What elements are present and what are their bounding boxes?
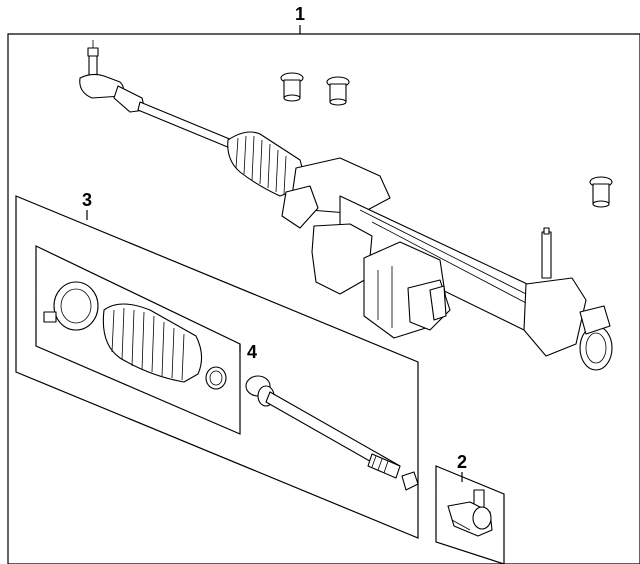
- bushing-a: [280, 72, 304, 102]
- steering-boot: [102, 303, 203, 383]
- outer-tie-rod-end-lower: [447, 489, 493, 537]
- inner-tie-rod: [245, 375, 419, 491]
- callout-3-label[interactable]: 3: [82, 190, 92, 210]
- mount-bushings: [280, 72, 613, 208]
- callout-2-group: 2: [435, 452, 505, 564]
- callout-3-group: 3: [15, 190, 419, 539]
- rack-boot: [227, 131, 303, 197]
- boot-clamp-small: [205, 366, 227, 390]
- bushing-b: [326, 76, 350, 106]
- steering-rack-housing: [281, 157, 547, 331]
- assist-motor: [363, 241, 451, 339]
- boot-kit-frame: [15, 195, 419, 539]
- outer-tie-rod-end-upper: [79, 40, 146, 113]
- callout-4-label[interactable]: 4: [247, 342, 257, 362]
- callout-1-label[interactable]: 1: [295, 4, 305, 24]
- bushing-c: [589, 176, 613, 208]
- tie-rod-end-frame: [435, 465, 505, 564]
- boot-frame: [35, 245, 241, 435]
- assembly-frame: [7, 33, 640, 564]
- callout-2-label[interactable]: 2: [457, 452, 467, 472]
- callout-1-group: 1: [7, 4, 640, 564]
- tie-rod-shaft-upper: [137, 101, 233, 149]
- callout-4-group: 4: [35, 245, 257, 435]
- boot-clamp-large: [43, 281, 99, 331]
- pinion-housing: [523, 227, 613, 371]
